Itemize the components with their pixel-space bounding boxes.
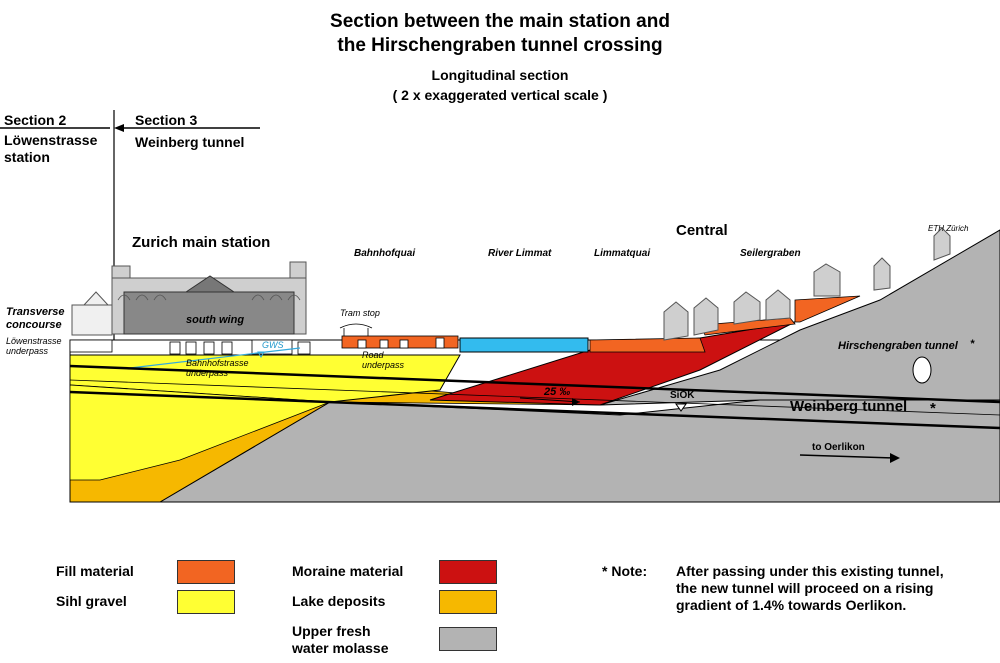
label-gradient: 25 ‰ <box>544 386 571 398</box>
station-tower-left <box>111 265 131 279</box>
label-central: Central <box>676 222 728 239</box>
label-road-underpass-1: Road <box>362 350 384 360</box>
section-2-name-2: station <box>4 149 50 165</box>
section-2-label: Section 2 <box>4 112 67 128</box>
label-hirschengraben: Hirschengraben tunnel <box>838 340 958 352</box>
note-line-2: the new tunnel will proceed on a rising <box>676 580 934 596</box>
weinberg-tunnel-top <box>69 364 1000 404</box>
concourse-roof <box>82 291 110 306</box>
south-wing-block <box>123 291 295 335</box>
title-line-1: Section between the main station and <box>330 11 670 32</box>
road-underpass-boxes <box>357 337 445 349</box>
siok-marker-icon <box>675 403 687 412</box>
label-loewen-underpass-2: underpass <box>6 346 49 356</box>
river-limmat <box>459 337 589 353</box>
label-zurich-main-station: Zurich main station <box>132 234 271 251</box>
label-loewen-underpass-1: Löwenstrasse <box>6 336 62 346</box>
label-siok: SiOK <box>670 390 695 401</box>
label-south-wing: south wing <box>186 314 245 326</box>
label-weinberg-tunnel: Weinberg tunnel <box>790 398 908 415</box>
tram-stop-shelter <box>339 323 373 329</box>
station-arches <box>117 294 301 301</box>
label-transverse-1: Transverse <box>6 306 65 318</box>
molasse-hill <box>599 229 1000 406</box>
label-transverse-2: concourse <box>6 319 62 331</box>
subtitle-line-2: ( 2 x exaggerated vertical scale ) <box>392 87 608 103</box>
label-bahnhof-underpass-1: Bahnhofstrasse <box>186 358 249 368</box>
legend-swatch-molasse <box>439 627 497 651</box>
oerlikon-arrow-icon <box>890 453 900 463</box>
legend-label-lake: Lake deposits <box>292 593 386 609</box>
weinberg-tunnel-axis <box>69 379 1000 416</box>
section-3-name: Weinberg tunnel <box>135 134 245 150</box>
groundwater-level-line <box>129 347 301 369</box>
legend-label-molasse-2: water molasse <box>292 640 389 656</box>
label-eth: ETH Zürich <box>928 224 969 233</box>
section-arrow-icon <box>114 124 124 132</box>
legend-swatch-sihl <box>177 590 235 614</box>
label-gws: GWS <box>262 340 284 350</box>
label-river-limmat: River Limmat <box>488 248 552 259</box>
label-hirschengraben-star: * <box>970 338 975 350</box>
legend-label-sihl: Sihl gravel <box>56 593 127 609</box>
label-road-underpass-2: underpass <box>362 360 405 370</box>
note-line-1: After passing under this existing tunnel… <box>676 563 944 579</box>
label-bahnhofquai: Bahnhofquai <box>354 248 416 259</box>
legend-swatch-moraine <box>439 560 497 584</box>
legend-swatch-lake <box>439 590 497 614</box>
label-to-oerlikon: to Oerlikon <box>812 442 865 453</box>
loewenstrasse-underpass-box <box>69 339 113 353</box>
section-2-name-1: Löwenstrasse <box>4 132 98 148</box>
label-tram-stop: Tram stop <box>340 308 380 318</box>
label-weinberg-star: * <box>930 400 936 417</box>
legend-label-moraine: Moraine material <box>292 563 404 579</box>
section-3-label: Section 3 <box>135 112 198 128</box>
weinberg-tunnel-bottom <box>69 390 1000 430</box>
label-limmatquai: Limmatquai <box>594 248 651 259</box>
concourse-building <box>71 304 113 336</box>
fill-seilergraben <box>794 295 861 323</box>
fill-limmatquai <box>589 337 706 353</box>
groundwater-marker-icon <box>257 351 265 358</box>
hill-buildings <box>663 227 951 341</box>
subtitle-line-1: Longitudinal section <box>431 67 569 83</box>
note-line-3: gradient of 1.4% towards Oerlikon. <box>676 597 907 613</box>
hirschengraben-tunnel-opening <box>912 356 932 384</box>
station-roof <box>184 275 236 293</box>
legend-label-molasse-1: Upper fresh <box>292 623 371 639</box>
station-tower-right <box>289 261 307 279</box>
note-prefix: * Note: <box>602 563 648 579</box>
legend-label-fill: Fill material <box>56 563 134 579</box>
label-seilergraben: Seilergraben <box>740 248 801 259</box>
label-bahnhof-underpass-2: underpass <box>186 368 229 378</box>
title-line-2: the Hirschengraben tunnel crossing <box>337 35 663 56</box>
legend-swatch-fill <box>177 560 235 584</box>
gradient-arrow <box>519 397 581 403</box>
oerlikon-arrow <box>799 454 896 459</box>
